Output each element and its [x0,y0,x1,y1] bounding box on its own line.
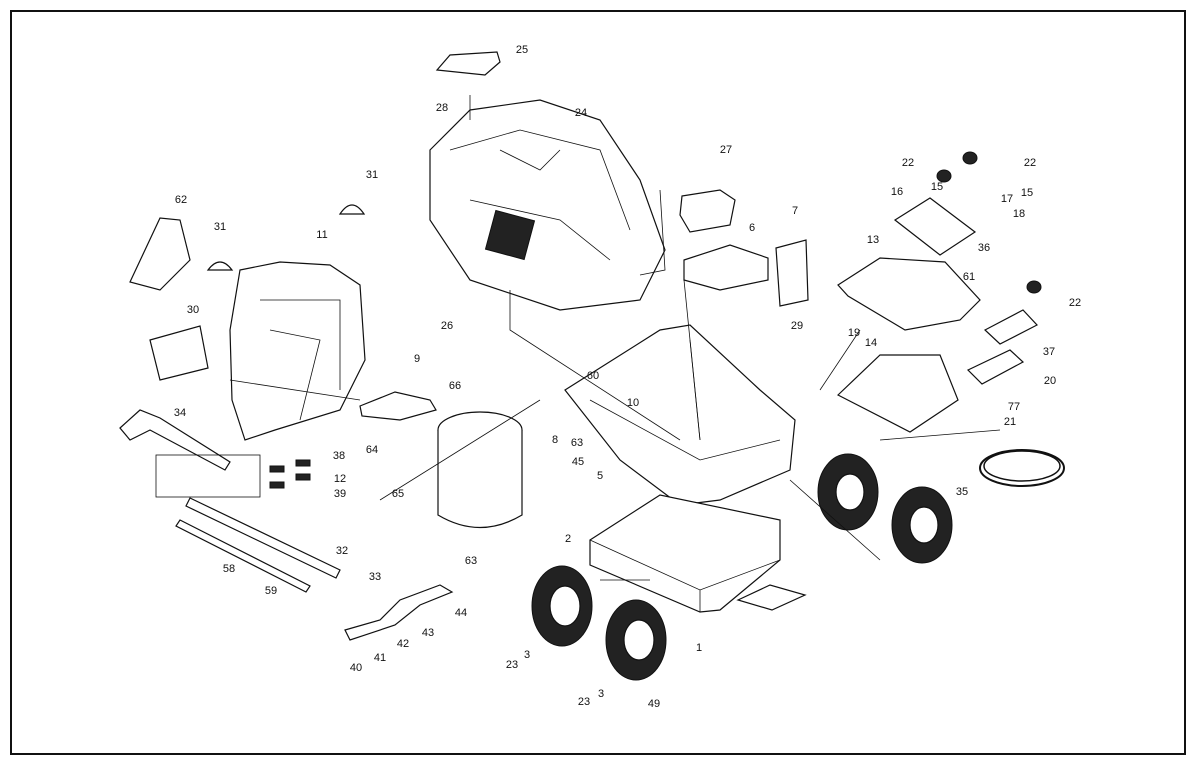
part-number-label: 30 [186,304,200,316]
cap-part [338,204,366,215]
diagram-frame [10,10,1186,755]
part-number-label: 29 [790,320,804,332]
part-number-label: 34 [173,407,187,419]
part-number-label: 65 [391,488,405,500]
bracket-part [683,244,769,291]
part-number-label: 61 [962,271,976,283]
part-number-label: 15 [1020,187,1034,199]
handle-part [679,189,736,233]
part-number-label: 64 [365,444,379,456]
part-number-label: 25 [515,44,529,56]
part-number-label: 7 [791,205,799,217]
part-number-label: 22 [1068,297,1082,309]
lid-part [435,51,501,76]
lance-part [175,519,311,593]
front-frame-part [229,261,366,441]
part-number-label: 45 [571,456,585,468]
part-number-label: 11 [316,229,328,241]
chassis-part [589,494,781,613]
part-number-label: 77 [1007,401,1021,413]
part-number-label: 63 [464,555,478,567]
part-number-label: 20 [1043,375,1057,387]
part-number-label: 16 [890,186,904,198]
part-number-label: 23 [505,659,519,671]
hose-part [979,449,1065,487]
part-number-label: 22 [1023,157,1037,169]
cap-part [206,261,234,271]
part-number-label: 22 [901,157,915,169]
part-number-label: 60 [586,370,600,382]
part-number-label: 2 [564,533,572,545]
part-number-label: 28 [435,102,449,114]
part-number-label: 41 [373,652,387,664]
part-number-label: 37 [1042,346,1056,358]
plate-20 [966,349,1025,385]
control-box-part [836,354,959,433]
part-number-label: 12 [333,473,347,485]
spray-gun-part [119,409,231,471]
part-number-label: 62 [174,194,188,206]
base-tub-part [564,324,796,506]
part-number-label: 3 [523,649,531,661]
part-number-label: 39 [333,488,347,500]
part-number-label: 58 [222,563,236,575]
part-number-label: 17 [1000,193,1014,205]
part-number-label: 33 [368,571,382,583]
part-number-label: 15 [930,181,944,193]
side-panel-part [129,217,191,291]
part-number-label: 23 [577,696,591,708]
holder-part [149,325,209,381]
part-number-label: 6 [748,222,756,234]
part-number-label: 49 [647,698,661,710]
part-number-label: 24 [574,107,588,119]
part-number-label: 40 [349,662,363,674]
part-number-label: 42 [396,638,410,650]
part-number-label: 10 [626,397,640,409]
part-number-label: 18 [1012,208,1026,220]
part-number-label: 21 [1003,416,1017,428]
part-number-label: 14 [864,337,878,349]
part-number-label: 35 [955,486,969,498]
part-number-label: 63 [570,437,584,449]
part-number-label: 66 [448,380,462,392]
part-number-label: 31 [213,221,227,233]
part-number-label: 27 [719,144,733,156]
part-number-label: 13 [866,234,880,246]
part-number-label: 43 [421,627,435,639]
part-number-label: 3 [597,688,605,700]
part-number-label: 26 [440,320,454,332]
part-number-label: 36 [977,242,991,254]
part-number-label: 32 [335,545,349,557]
part-number-label: 9 [413,353,421,365]
part-number-label: 44 [454,607,468,619]
control-box-cover-part [837,257,981,331]
part-number-label: 8 [551,434,559,446]
lance-part [185,497,341,579]
part-number-label: 5 [596,470,604,482]
part-number-label: 31 [365,169,379,181]
part-number-label: 19 [847,327,861,339]
part-number-label: 59 [264,585,278,597]
top-cover-part [429,99,666,311]
plate-37 [983,309,1038,345]
plate-36 [893,197,977,256]
part-number-label: 38 [332,450,346,462]
part-number-label: 1 [695,642,703,654]
plate-part [359,391,437,421]
